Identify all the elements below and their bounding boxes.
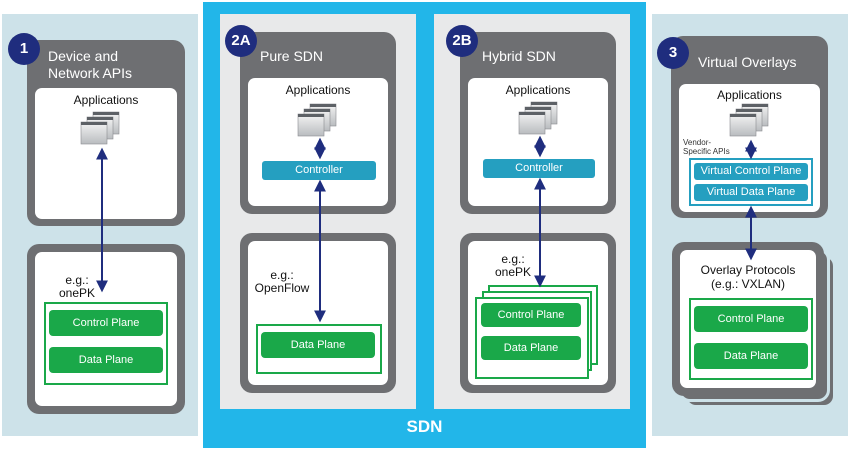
data-plane[interactable]: Data Plane xyxy=(694,343,808,369)
example-prefix: e.g.: xyxy=(65,273,89,287)
protocols-line-1: Overlay Protocols xyxy=(700,263,796,277)
device-planes-frame: Control Plane Data Plane xyxy=(44,302,168,385)
badge-1: 1 xyxy=(8,33,40,65)
virtual-data-plane[interactable]: Virtual Data Plane xyxy=(694,184,808,201)
applications-box: Applications Controller xyxy=(468,78,608,206)
data-plane[interactable]: Data Plane xyxy=(49,347,163,373)
applications-box: Applications Vendor- Specific APIs Virtu… xyxy=(679,84,820,212)
example-value: onePK xyxy=(58,286,96,300)
example-value: onePK xyxy=(494,265,532,279)
hybrid-sdn-device-card: e.g.: onePK Control Plane Data Plane xyxy=(460,233,616,393)
overlay-protocols-label: Overlay Protocols (e.g.: VXLAN) xyxy=(680,263,816,291)
applications-label: Applications xyxy=(73,93,139,107)
overlay-protocols-box: Overlay Protocols (e.g.: VXLAN) Control … xyxy=(680,250,816,388)
overlay-planes-frame: Control Plane Data Plane xyxy=(689,298,813,380)
api-note-line-2: Specific APIs xyxy=(683,147,730,156)
overlay-protocols-card: Overlay Protocols (e.g.: VXLAN) Control … xyxy=(672,242,824,396)
controller-bar[interactable]: Controller xyxy=(483,159,595,178)
title-line-2: Network APIs xyxy=(48,65,133,81)
example-label: e.g.: OpenFlow xyxy=(252,269,312,295)
device-apis-title: Device and Network APIs xyxy=(48,48,132,82)
virtual-overlays-card: Virtual Overlays Applications Vendor- Sp… xyxy=(671,36,828,218)
example-prefix: e.g.: xyxy=(501,252,525,266)
control-plane[interactable]: Control Plane xyxy=(694,306,808,332)
applications-box: Applications xyxy=(35,88,177,219)
example-prefix: e.g.: xyxy=(270,268,294,282)
sdn-label: SDN xyxy=(406,417,443,436)
control-plane[interactable]: Control Plane xyxy=(49,310,163,336)
applications-box: Applications Controller xyxy=(248,78,388,206)
hybrid-sdn-card: Hybrid SDN Applications Controller xyxy=(460,32,616,214)
applications-label: Applications xyxy=(505,83,571,97)
badge-3: 3 xyxy=(657,37,689,69)
applications-label: Applications xyxy=(285,83,351,97)
applications-label: Applications xyxy=(717,88,782,102)
device-card: e.g.: onePK Control Plane Data Plane xyxy=(27,244,185,414)
example-value: OpenFlow xyxy=(254,281,310,295)
virtual-overlays-title: Virtual Overlays xyxy=(698,54,797,70)
device-box: e.g.: OpenFlow Data Plane xyxy=(248,241,388,385)
badge-2b: 2B xyxy=(446,25,478,57)
api-note-line-1: Vendor- xyxy=(683,138,712,147)
example-label: e.g.: onePK xyxy=(488,253,538,279)
title-line-1: Device and xyxy=(48,48,119,64)
virtual-control-plane[interactable]: Virtual Control Plane xyxy=(694,163,808,180)
control-plane[interactable]: Control Plane xyxy=(481,303,581,327)
data-plane[interactable]: Data Plane xyxy=(481,336,581,360)
example-label: e.g.: onePK xyxy=(52,274,102,300)
vendor-apis-note: Vendor- Specific APIs xyxy=(683,138,730,156)
data-plane[interactable]: Data Plane xyxy=(261,332,375,358)
pure-sdn-planes-frame: Data Plane xyxy=(256,324,382,374)
hybrid-planes-frame: Control Plane Data Plane xyxy=(475,297,589,379)
badge-2a: 2A xyxy=(225,25,257,57)
protocols-line-2: (e.g.: VXLAN) xyxy=(710,277,786,291)
device-box: e.g.: onePK Control Plane Data Plane xyxy=(468,241,608,385)
device-box: e.g.: onePK Control Plane Data Plane xyxy=(35,252,177,406)
controller-bar[interactable]: Controller xyxy=(262,161,376,180)
pure-sdn-device-card: e.g.: OpenFlow Data Plane xyxy=(240,233,396,393)
virtual-planes-frame: Virtual Control Plane Virtual Data Plane xyxy=(689,158,813,206)
hybrid-sdn-title: Hybrid SDN xyxy=(482,48,556,64)
pure-sdn-card: Pure SDN Applications Controller xyxy=(240,32,396,214)
device-apis-card: Device and Network APIs Applications xyxy=(27,40,185,226)
pure-sdn-title: Pure SDN xyxy=(260,48,324,64)
